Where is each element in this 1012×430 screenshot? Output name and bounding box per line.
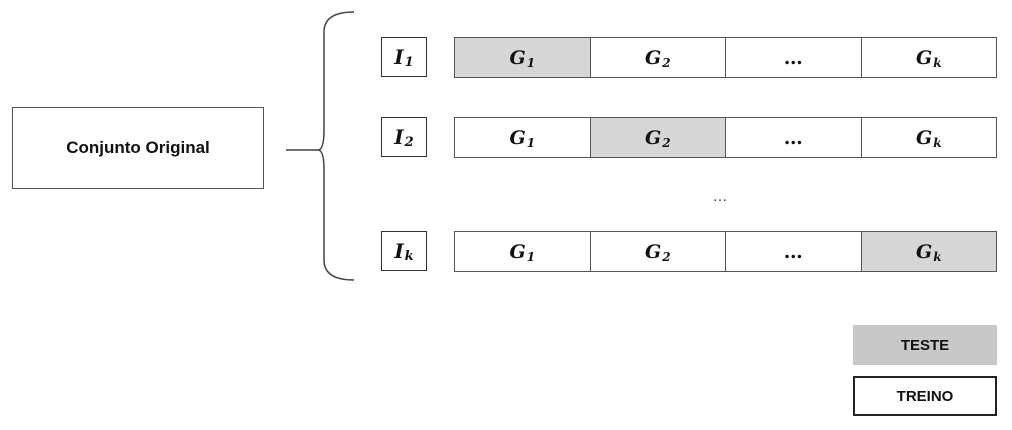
iteration-label-subscript: k — [404, 248, 414, 264]
fold-cell-subscript: k — [933, 55, 942, 70]
fold-cell-text: G — [509, 240, 526, 263]
fold-cell-subscript: 2 — [662, 249, 671, 264]
original-set-label: Conjunto Original — [66, 138, 210, 157]
fold-cell-subscript: 2 — [662, 55, 671, 70]
legend-train: TREINO — [853, 376, 997, 416]
legend-test: TESTE — [853, 325, 997, 365]
fold-cell-text: … — [783, 240, 803, 263]
rows-ellipsis: … — [712, 188, 728, 205]
fold-cell-subscript: 2 — [662, 135, 671, 150]
fold-cell-subscript: 1 — [526, 55, 536, 70]
legend-test-label: TESTE — [900, 336, 950, 354]
fold-cell-text: G — [915, 240, 933, 263]
iteration-label-text: I — [394, 125, 404, 149]
iteration-label-text: I — [394, 45, 404, 69]
fold-cell-text: G — [509, 126, 526, 149]
fold-cell-text: G — [644, 126, 662, 149]
fold-cell-text: G — [915, 126, 933, 149]
curly-brace-connector — [286, 11, 355, 281]
fold-cell-subscript: k — [933, 249, 942, 264]
fold-cell-text: G — [509, 46, 526, 69]
fold-cell-text: G — [644, 46, 662, 69]
original-set-box: Conjunto Original — [12, 107, 264, 189]
fold-cell-train: … — [726, 38, 862, 77]
fold-cell-train: … — [726, 118, 862, 157]
fold-cell-subscript: 1 — [526, 135, 536, 150]
fold-cell-subscript: k — [933, 135, 942, 150]
fold-cell-subscript: 1 — [526, 249, 536, 264]
iteration-label-subscript: 1 — [404, 54, 414, 70]
fold-cell-text: … — [783, 126, 803, 149]
fold-cell-text: G — [915, 46, 933, 69]
iteration-label-text: I — [394, 239, 404, 263]
legend-train-label: TREINO — [896, 387, 954, 405]
fold-cell-train: … — [726, 232, 862, 271]
fold-cell-text: … — [783, 46, 803, 69]
iteration-label-subscript: 2 — [404, 134, 414, 150]
fold-cell-text: G — [644, 240, 662, 263]
